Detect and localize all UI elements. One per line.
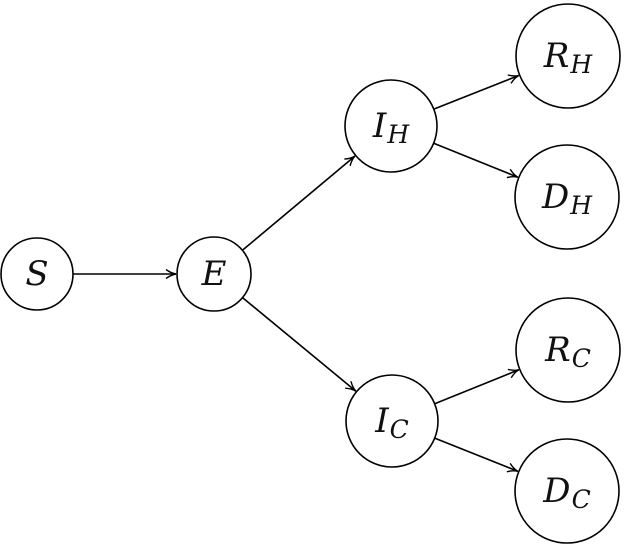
node-rh: RH [515,3,621,109]
node-e: E [176,236,252,312]
arrow-ic-to-dc [434,437,519,473]
node-ih: IH [344,79,438,173]
node-label-e: E [201,254,227,294]
node-label-main: R [543,36,570,76]
node-circle-dc [514,438,620,544]
node-circle-ih [344,79,438,173]
node-label-dc: DC [542,471,590,514]
node-label-main: R [544,330,571,370]
arrow-ih-to-rh [433,74,520,110]
node-ic: IC [345,374,439,468]
node-label-subscript: H [569,50,593,79]
node-label-main: E [201,254,227,294]
node-circle-dh [514,144,620,250]
node-label-rc: RC [544,330,591,373]
node-label-dh: DH [541,177,593,220]
node-circle-rc [515,297,621,403]
arrow-e-to-ih [241,155,356,251]
node-circle-s [0,237,74,311]
node-circle-e [176,236,252,312]
node-label-main: D [542,471,570,511]
node-circle-rh [515,3,621,109]
node-label-rh: RH [543,36,594,79]
node-rc: RC [515,297,621,403]
node-label-main: I [374,401,389,441]
node-dh: DH [514,144,620,250]
node-label-main: D [541,177,569,217]
node-dc: DC [514,438,620,544]
node-label-subscript: H [569,191,593,220]
arrow-ic-to-rc [434,368,520,405]
node-label-subscript: H [386,120,410,149]
edges-layer [73,74,520,473]
node-label-subscript: C [390,415,409,444]
node-label-s: S [25,254,48,294]
node-circle-ic [345,374,439,468]
node-label-main: S [25,254,48,294]
node-label-ic: IC [374,401,409,444]
node-label-subscript: C [572,485,591,514]
node-label-subscript: C [572,344,591,373]
arrow-ih-to-dh [433,142,519,179]
node-label-main: I [372,106,387,146]
arrow-e-to-ic [241,296,357,392]
node-s: S [0,237,74,311]
node-label-ih: IH [372,106,410,149]
